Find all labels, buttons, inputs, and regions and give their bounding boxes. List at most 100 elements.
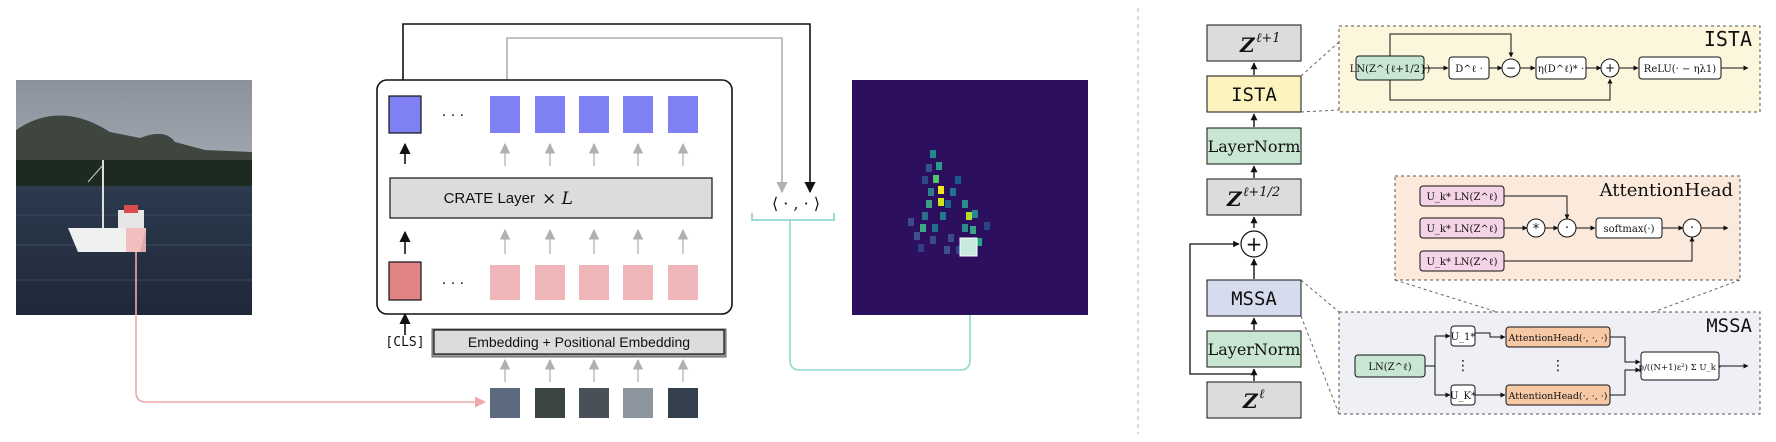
- layernorm-top-label: LayerNorm: [1208, 137, 1301, 156]
- heatmap-cell: [908, 218, 914, 226]
- z-half-superscript: ℓ+1/2: [1243, 185, 1280, 200]
- heatmap-cell: [940, 212, 946, 220]
- mssa-vdots-left: ⋮: [1456, 358, 1470, 374]
- embedding-label: Embedding + Positional Embedding: [468, 334, 690, 350]
- attention-head-title: AttentionHead: [1599, 180, 1733, 201]
- z-next-box: Z ℓ+1: [1206, 24, 1302, 62]
- attention-dot1: ·: [1565, 221, 1569, 236]
- image-patch: [535, 388, 565, 418]
- heatmap-cell: [922, 212, 928, 220]
- heatmap-cell: [984, 222, 990, 230]
- attention-star: *: [1533, 222, 1540, 237]
- attention-heatmap: [852, 80, 1088, 315]
- image-patch: [579, 388, 609, 418]
- input-patch-token: [490, 265, 520, 300]
- heatmap-cell: [926, 200, 932, 208]
- residual-skip-arrow: [1189, 240, 1254, 375]
- heatmap-cell: [920, 224, 926, 232]
- ista-dictionary-label: D^ℓ ·: [1455, 64, 1483, 75]
- attention-map-arrow: [789, 220, 976, 371]
- attention-softmax-label: softmax(·): [1604, 224, 1655, 235]
- mssa-input-label: LN(Z^ℓ): [1368, 362, 1411, 373]
- heatmap-cell: [955, 176, 961, 184]
- output-patch-token: [668, 96, 698, 133]
- heatmap-cell: [962, 200, 968, 208]
- inner-product-bracket: [751, 213, 835, 221]
- z-half-symbol: Z: [1226, 187, 1243, 211]
- ista-detail-panel: ISTA LN(Z^{ℓ+1/2}) D^ℓ · − η(D^ℓ)* · + R…: [1338, 25, 1761, 113]
- heatmap-cell: [966, 212, 972, 220]
- z-in-box: Z ℓ: [1206, 381, 1302, 419]
- cls-output-arrow: [402, 23, 816, 194]
- heatmap-cell: [962, 224, 968, 232]
- output-patch-token: [623, 96, 653, 133]
- ellipsis-bottom: · · ·: [442, 276, 464, 292]
- ista-detail-title: ISTA: [1704, 27, 1752, 51]
- crate-layer-box: [389, 177, 713, 219]
- heatmap-cell: [930, 236, 936, 244]
- image-patch: [490, 388, 520, 418]
- z-in-symbol: Z: [1242, 389, 1259, 413]
- ista-step-label: η(D^ℓ)* ·: [1538, 64, 1584, 75]
- attention-dot2: ·: [1690, 221, 1694, 236]
- z-next-symbol: Z: [1239, 33, 1256, 57]
- input-patch-token: [623, 265, 653, 300]
- mssa-detail-panel: MSSA LN(Z^ℓ) U_1* U_K* ⋮ AttentionHead(·…: [1338, 311, 1761, 415]
- residual-add: +: [1240, 230, 1268, 258]
- attention-head-detail-panel: AttentionHead U_k* LN(Z^ℓ) U_k* LN(Z^ℓ) …: [1394, 175, 1741, 281]
- heatmap-cell: [945, 200, 951, 208]
- mssa-block: MSSA: [1206, 279, 1302, 317]
- inner-product-label: ⟨ · , · ⟩: [772, 194, 820, 213]
- z-next-superscript: ℓ+1: [1256, 31, 1281, 46]
- mssa-uk-label: U_K*: [1450, 391, 1476, 402]
- layernorm-bottom: LayerNorm: [1206, 330, 1302, 368]
- ista-relu-label: ReLU(· − ηλ1): [1644, 64, 1716, 75]
- crate-layer-multiplier: × L: [542, 189, 573, 209]
- z-half-box: Z ℓ+1/2: [1206, 178, 1302, 216]
- heatmap-cell: [950, 188, 956, 196]
- ista-plus: +: [1605, 61, 1615, 75]
- ista-block: ISTA: [1206, 75, 1302, 113]
- residual-add-symbol: +: [1246, 232, 1263, 256]
- layernorm-top: LayerNorm: [1206, 127, 1302, 165]
- heatmap-cell: [936, 162, 942, 170]
- output-patch-token: [535, 96, 565, 133]
- heatmap-cell: [928, 188, 934, 196]
- mssa-sum-label: p/((N+1)ε²) Σ U_k ·: [1639, 362, 1722, 373]
- input-patch-token: [579, 265, 609, 300]
- input-patch-token: [668, 265, 698, 300]
- mssa-block-label: MSSA: [1231, 288, 1277, 310]
- patch-embedding-arrow: [135, 252, 487, 408]
- mssa-u1-label: U_1*: [1451, 332, 1476, 343]
- mssa-head-bottom-label: AttentionHead(·, ·, ·): [1508, 391, 1608, 402]
- heatmap-cell: [938, 198, 944, 206]
- mssa-head-top-label: AttentionHead(·, ·, ·): [1508, 333, 1608, 344]
- ellipsis-top: · · ·: [442, 108, 464, 124]
- ista-input-label: LN(Z^{ℓ+1/2}): [1350, 64, 1431, 75]
- image-patch: [623, 388, 653, 418]
- crate-layer-label: CRATE Layer: [444, 190, 535, 207]
- heatmap-cell: [918, 244, 924, 252]
- cls-label: [CLS]: [385, 335, 424, 350]
- attention-row3-label: U_k* LN(Z^ℓ): [1427, 257, 1498, 268]
- heatmap-cell: [948, 234, 954, 242]
- heatmap-cell: [933, 175, 939, 183]
- z-in-superscript: ℓ: [1259, 387, 1265, 402]
- heatmap-cell: [944, 246, 950, 254]
- attention-row1-label: U_k* LN(Z^ℓ): [1427, 192, 1498, 203]
- embedding-box-face: [433, 329, 725, 355]
- heatmap-cell: [956, 246, 962, 254]
- ista-minus: −: [1506, 61, 1516, 75]
- cls-output-token: [388, 95, 422, 134]
- boat-photo: [16, 80, 252, 315]
- heatmap-cell: [922, 176, 928, 184]
- heatmap-cell: [970, 226, 976, 234]
- cls-input-token: [388, 261, 422, 301]
- layernorm-bottom-label: LayerNorm: [1208, 340, 1301, 359]
- output-patch-token: [490, 96, 520, 133]
- mssa-detail-title: MSSA: [1706, 315, 1752, 337]
- heatmap-cell: [914, 232, 920, 240]
- mssa-vdots-right: ⋮: [1551, 358, 1565, 374]
- heatmap-cell: [938, 186, 944, 194]
